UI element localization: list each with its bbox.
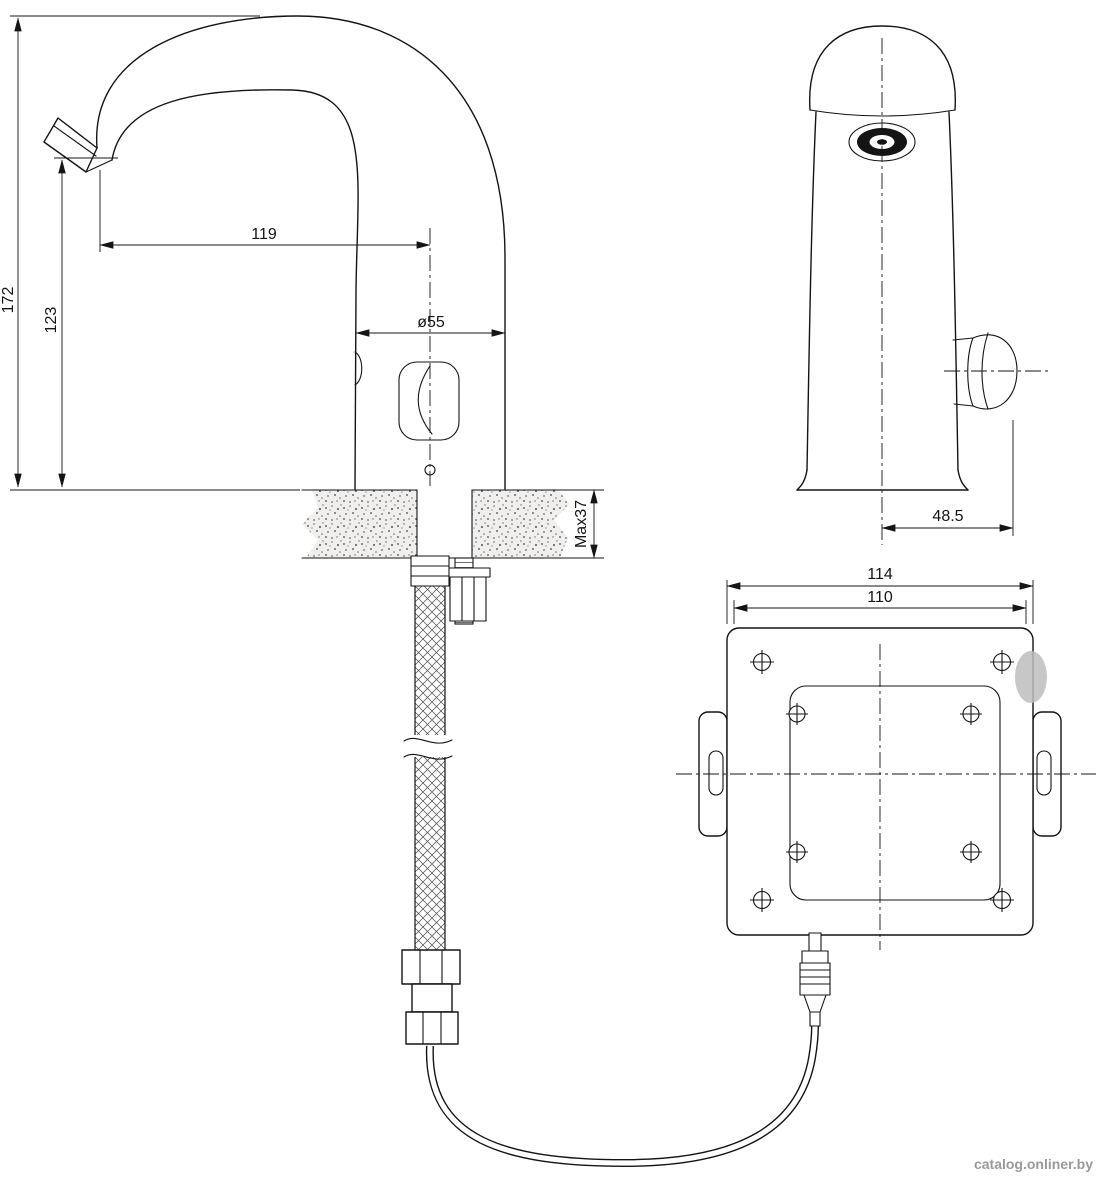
dim-label-inner-width: 110 [867,589,893,606]
watermark-smudge [1015,651,1047,703]
dim-label-overall-height: 172 [0,287,17,314]
mounting-washer [445,567,491,578]
threaded-stud [445,557,491,625]
side-handle-knob [952,332,1018,410]
side-view-faucet: 172 123 119 ø55 Max37 [0,15,819,1168]
dim-label-spout-reach: 119 [251,226,277,243]
body-notch [354,351,363,386]
dim-label-deck-thickness: Max37 [573,500,590,548]
watermark-text: catalog.onliner.by [974,1156,1093,1172]
cap-parting-line [809,109,956,117]
counter-deck [301,489,570,559]
dim-label-outer-width: 114 [867,566,893,583]
front-body [796,111,969,491]
screw-icon [786,841,808,863]
hose-break-symbol [403,735,453,760]
control-box-view: 114 110 [676,566,1096,1027]
sensor-cable [425,1025,819,1168]
left-slot-hole [708,750,724,796]
screw-icon [960,703,982,725]
side-view-dimensions: 172 123 119 ø55 Max37 [0,15,604,559]
front-view-faucet: 48.5 [796,25,1048,545]
dim-label-body-diameter: ø55 [417,314,445,331]
supply-hose [401,555,461,1045]
spout-tip [43,117,113,173]
screw-icon [750,650,774,674]
panel-screws [786,703,982,863]
mounting-nut [449,576,487,622]
hose-end-fittings [401,949,461,1045]
screw-icon [960,841,982,863]
screw-icon [750,888,774,912]
cap-outline [809,25,956,111]
screw-icon [786,703,808,725]
hose-sleeve [410,555,450,587]
screw-icon [990,888,1014,912]
sensor-window [398,361,460,441]
front-view-dimensions: 48.5 [881,420,1014,536]
dim-label-outlet-height: 123 [43,307,60,334]
cover-panel [789,685,1001,901]
extension-lines [10,15,604,559]
box-dimensions: 114 110 [726,566,1034,624]
right-slot-hole [1036,750,1052,796]
screw-icon [990,650,1014,674]
dim-label-center-to-handle: 48.5 [932,508,963,525]
cable-connector [799,932,831,1027]
faucet-outline [43,15,506,490]
corner-screws [750,650,1014,912]
